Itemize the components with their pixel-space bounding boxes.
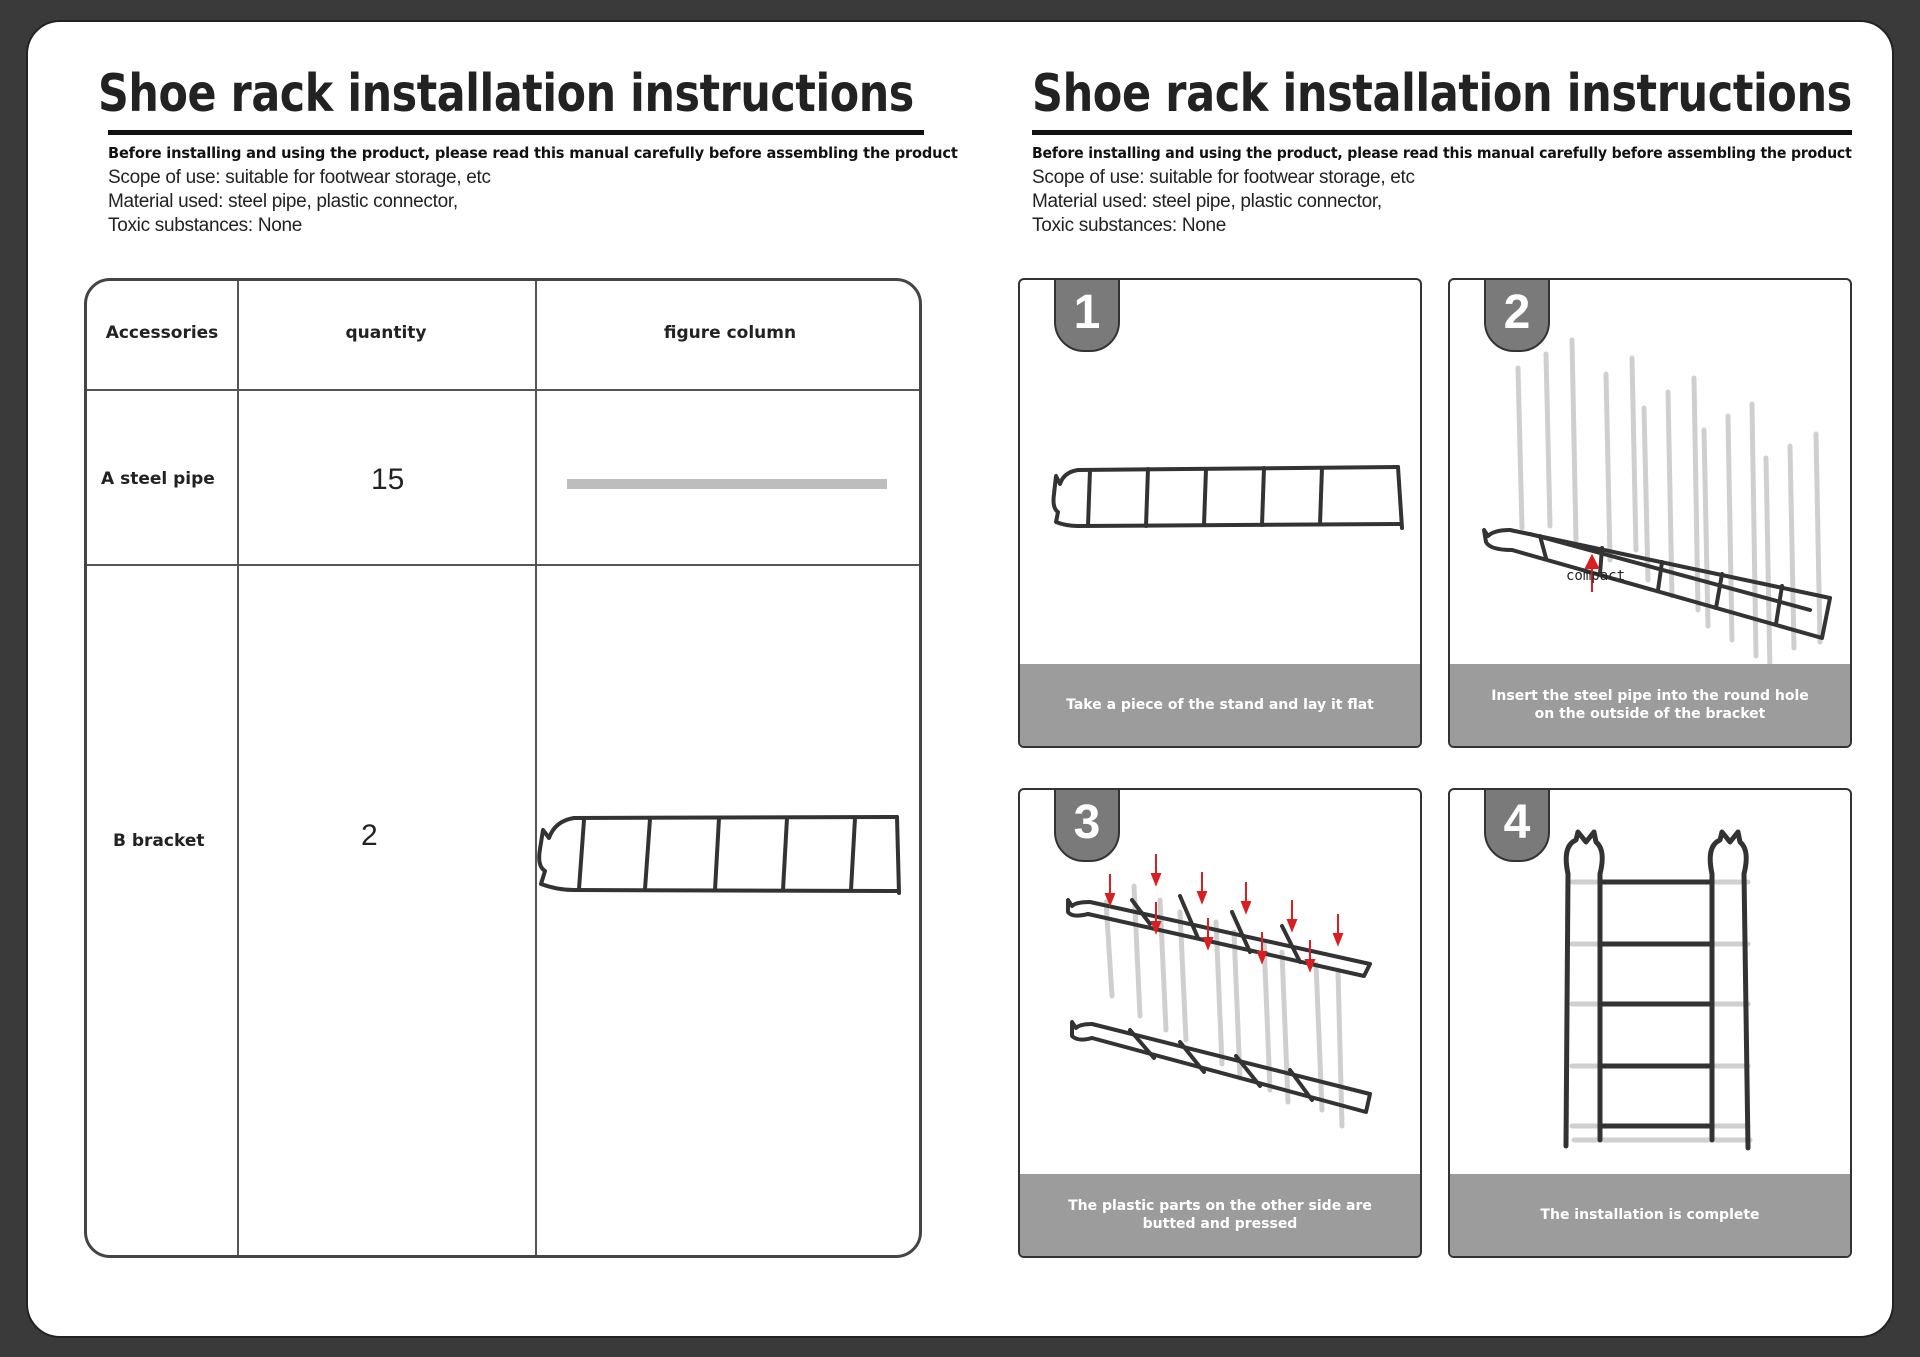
step-panel-3: 3 The plastic parts on the other side ar… (1018, 788, 1422, 1258)
scope-text: Scope of use: suitable for footwear stor… (1032, 167, 1415, 188)
step-number-badge: 2 (1484, 280, 1550, 352)
instruction-sheet: Shoe rack installation instructions Befo… (26, 20, 1894, 1338)
step-3-illustration (1066, 854, 1372, 1129)
step-panel-4: 4 The installation is complete (1448, 788, 1852, 1258)
row-qty-steel-pipe: 15 (371, 463, 405, 496)
product-info: Scope of use: suitable for footwear stor… (1032, 166, 1415, 238)
product-info: Scope of use: suitable for footwear stor… (108, 166, 491, 238)
toxic-text: Toxic substances: None (1032, 215, 1227, 236)
header-accessories: Accessories (105, 323, 219, 343)
row-divider (87, 564, 919, 566)
material-text: Material used: steel pipe, plastic conne… (1032, 191, 1382, 212)
row-divider (87, 389, 919, 391)
step-1-illustration (1051, 465, 1404, 530)
header-figure-column: figure column (663, 323, 797, 343)
row-name-steel-pipe: A steel pipe (101, 469, 215, 489)
step-4-illustration (1563, 829, 1753, 1151)
scope-text: Scope of use: suitable for footwear stor… (108, 167, 491, 188)
subheading: Before installing and using the product,… (108, 144, 958, 162)
accessories-table: Accessories quantity figure column A ste… (84, 278, 922, 1258)
step-caption: The plastic parts on the other side are … (1020, 1174, 1420, 1256)
step-caption: Take a piece of the stand and lay it fla… (1020, 664, 1420, 746)
page-title: Shoe rack installation instructions (98, 64, 914, 124)
page-title: Shoe rack installation instructions (1032, 64, 1852, 124)
col-divider (237, 281, 239, 1255)
material-text: Material used: steel pipe, plastic conne… (108, 191, 458, 212)
step-panel-2: compact 2 Insert the steel pipe into the… (1448, 278, 1852, 748)
step-2-illustration (1482, 337, 1832, 675)
toxic-text: Toxic substances: None (108, 215, 303, 236)
col-divider (535, 281, 537, 1255)
row-name-bracket: B bracket (113, 831, 205, 851)
step-number-badge: 3 (1054, 790, 1120, 862)
step-panel-1: 1 Take a piece of the stand and lay it f… (1018, 278, 1422, 748)
step-caption: Insert the steel pipe into the round hol… (1450, 664, 1850, 746)
bracket-figure (537, 815, 901, 895)
row-qty-bracket: 2 (361, 819, 378, 852)
subheading: Before installing and using the product,… (1032, 144, 1852, 162)
step-number-badge: 4 (1484, 790, 1550, 862)
title-underline (108, 130, 924, 135)
compact-label: compact (1566, 568, 1626, 584)
header-quantity: quantity (345, 323, 427, 343)
step-caption: The installation is complete (1450, 1174, 1850, 1256)
steel-pipe-figure (567, 479, 887, 489)
title-underline (1032, 130, 1852, 135)
step-number-badge: 1 (1054, 280, 1120, 352)
